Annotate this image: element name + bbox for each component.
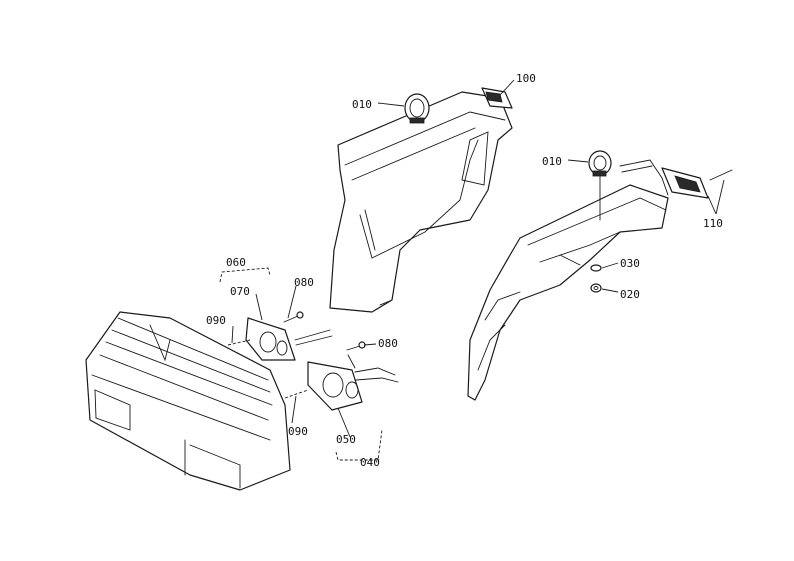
front-grille-hood <box>85 311 291 491</box>
label-030: 030 <box>620 257 640 270</box>
washer-020 <box>590 283 602 293</box>
rear-lamp-110 <box>619 159 733 199</box>
screw-080-upper <box>283 311 304 323</box>
right-fender-panel <box>467 184 669 401</box>
headlight-upper-070 <box>245 317 333 361</box>
label-040: 040 <box>360 456 380 469</box>
label-060: 060 <box>226 256 246 269</box>
label-010-right: 010 <box>542 155 562 168</box>
work-light-right <box>588 150 612 221</box>
label-010-left: 010 <box>352 98 372 111</box>
nut-030 <box>590 264 602 272</box>
label-100: 100 <box>516 72 536 85</box>
label-090-upper: 090 <box>206 314 226 327</box>
left-fender-panel <box>329 91 513 313</box>
label-090-lower: 090 <box>288 425 308 438</box>
rear-lamp-100 <box>481 87 513 109</box>
label-110: 110 <box>703 217 723 230</box>
label-070: 070 <box>230 285 250 298</box>
headlight-lower-050 <box>307 354 399 411</box>
label-080-upper: 080 <box>294 276 314 289</box>
label-050: 050 <box>336 433 356 446</box>
label-020: 020 <box>620 288 640 301</box>
pin-090-lower <box>284 389 309 399</box>
screw-080-lower <box>346 341 366 351</box>
work-light-left <box>404 93 430 124</box>
pin-090-upper <box>227 339 251 346</box>
label-080-lower: 080 <box>378 337 398 350</box>
